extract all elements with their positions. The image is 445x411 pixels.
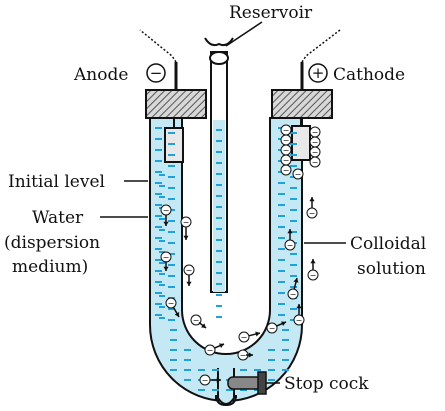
particle: [180, 216, 192, 228]
cathode-sign: +: [308, 63, 328, 83]
svg-text:−: −: [150, 64, 163, 82]
arrow-head: [255, 331, 260, 337]
cathode-stopper: [271, 62, 333, 161]
particle-sign: −: [283, 136, 290, 145]
colloidal-label: Colloidal: [350, 234, 426, 254]
medium-label: medium): [12, 257, 88, 277]
arrow-head: [309, 197, 315, 202]
arrow-head: [293, 278, 299, 283]
arrow-head: [216, 377, 221, 383]
anode-label: Anode: [73, 65, 128, 85]
arrow-head: [186, 281, 192, 286]
anode-wire: [139, 29, 177, 63]
cathode-wire: [301, 29, 341, 63]
solution-label: solution: [357, 259, 426, 279]
particle-sign: −: [312, 128, 319, 137]
particle-sign: −: [163, 253, 170, 262]
dispersion-label: (dispersion: [4, 233, 100, 253]
particle-sign: −: [287, 241, 294, 250]
arrow-head: [281, 321, 286, 327]
particle-sign: −: [283, 126, 290, 135]
particle-sign: −: [296, 316, 303, 325]
arrow-head: [183, 235, 189, 240]
initial-level-label: Initial level: [8, 172, 105, 192]
particle-sign: −: [207, 346, 214, 355]
particle-sign: −: [312, 158, 319, 167]
arrow-head: [201, 323, 206, 328]
particle-sign: −: [312, 138, 319, 147]
particle: [292, 168, 304, 180]
particle: [165, 297, 177, 309]
particle-sign: −: [283, 166, 290, 175]
particle: [287, 288, 299, 300]
particle-sign: −: [309, 209, 316, 218]
particle: [280, 164, 292, 176]
particle: [266, 322, 278, 334]
anode-sign: −: [146, 63, 166, 83]
particle-sign: −: [168, 299, 175, 308]
particle-sign: −: [310, 271, 317, 280]
colloid-particles: −−−−−−−−−−−−−−−−−−−−−−−−−−: [160, 124, 321, 386]
arrow-head: [287, 229, 293, 234]
arrow-head: [310, 259, 316, 264]
particle-sign: −: [283, 146, 290, 155]
stop-cock: [227, 371, 267, 395]
particle-sign: −: [240, 351, 247, 360]
particle-sign: −: [163, 206, 170, 215]
particle-sign: −: [241, 333, 248, 342]
particle-sign: −: [290, 290, 297, 299]
particle-sign: −: [186, 266, 193, 275]
reservoir-tube: [204, 37, 234, 293]
arrow-head: [163, 221, 169, 226]
arrow-head: [174, 312, 180, 317]
particle: [238, 331, 250, 343]
particle-sign: −: [183, 218, 190, 227]
cathode-label: Cathode: [333, 65, 405, 85]
water-label: Water: [32, 208, 84, 228]
reservoir-leader: [225, 21, 263, 47]
arrow-head: [219, 343, 224, 349]
water-dashes: [155, 127, 297, 391]
particle-sign: −: [193, 316, 200, 325]
particle: [190, 314, 202, 326]
stop-cock-label: Stop cock: [284, 374, 369, 394]
arrow-head: [163, 266, 169, 271]
particle: [204, 344, 216, 356]
particle-sign: −: [283, 156, 290, 165]
svg-text:+: +: [312, 64, 325, 82]
arrow-head: [296, 304, 302, 309]
particle-sign: −: [269, 324, 276, 333]
reservoir-label: Reservoir: [229, 3, 313, 23]
particle-sign: −: [312, 148, 319, 157]
particle-sign: −: [202, 376, 209, 385]
particle-sign: −: [295, 170, 302, 179]
arrow-head: [248, 352, 253, 358]
particle: [309, 156, 321, 168]
